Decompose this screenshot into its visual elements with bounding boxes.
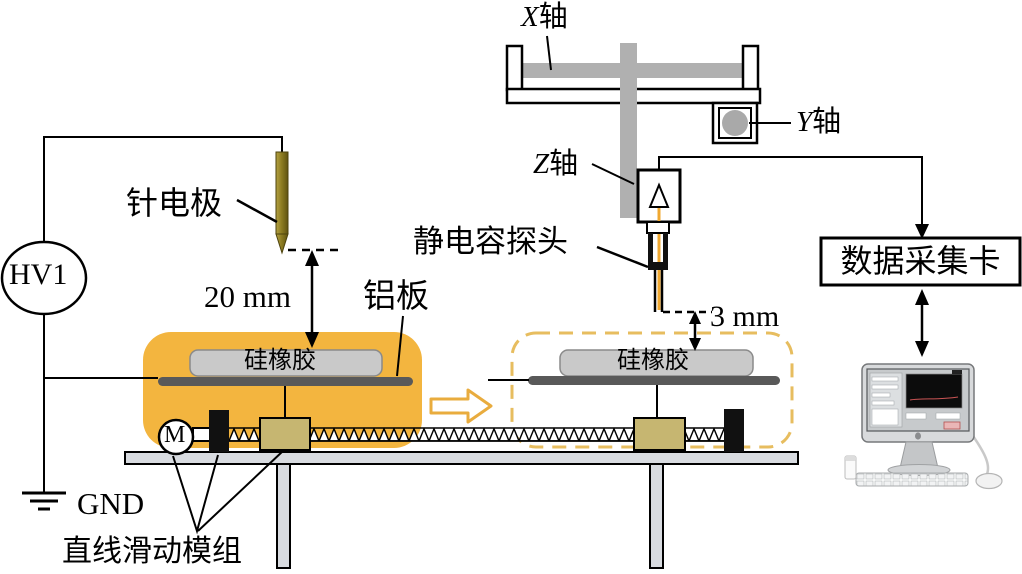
gantry-bracket-right <box>741 44 760 92</box>
silicone-block-left <box>189 349 383 377</box>
usb-stick-cap <box>845 456 856 461</box>
table-leg-right <box>649 463 664 569</box>
probe-barrel-base <box>650 262 666 270</box>
arrowhead-into-daq <box>915 224 929 239</box>
leader-needle <box>236 198 278 224</box>
screen-field <box>905 412 927 420</box>
silicone-right-label: 硅橡胶 <box>617 348 689 374</box>
screen-field <box>871 376 899 382</box>
leader-slide-module-2 <box>197 450 284 532</box>
y-axis-label: Y轴 <box>796 107 841 137</box>
apple-logo <box>915 432 921 440</box>
hv-source-ellipse <box>0 240 88 316</box>
gantry-z-column-overlap <box>620 87 637 105</box>
screen-field <box>935 412 961 420</box>
z-axis-label: Z轴 <box>533 149 578 179</box>
z-axis-cn: 轴 <box>549 148 579 180</box>
screen-waveform-trace <box>909 396 959 401</box>
y-axis-cn: 轴 <box>812 106 842 138</box>
screen-field <box>871 384 899 390</box>
slider-carriage-right <box>633 417 686 451</box>
aluminum-plate-right <box>528 376 780 385</box>
gantry-z-column <box>620 43 637 218</box>
needle-electrode-tip <box>275 233 289 255</box>
hv-source-label: HV1 <box>9 258 68 291</box>
leader-plate <box>396 315 404 377</box>
motor-circle <box>157 418 195 456</box>
gantry-bracket-left <box>505 44 524 92</box>
table-top <box>124 451 799 465</box>
screen-stop-box <box>952 370 962 374</box>
screen-field <box>871 392 891 398</box>
arrowhead-up-daq <box>915 289 929 305</box>
z-carriage-triangle <box>648 182 670 208</box>
needle-gap-arrowhead-top <box>305 250 319 266</box>
daq-card-label: 数据采集卡 <box>840 242 1001 279</box>
mouse <box>975 472 1003 490</box>
motor-shaft <box>192 427 211 442</box>
probe-barrel-left <box>648 233 653 270</box>
x-axis-cn: 轴 <box>538 1 568 33</box>
silicone-left-label: 硅橡胶 <box>244 348 316 374</box>
z-axis-letter: Z <box>533 148 550 180</box>
daq-card-box <box>819 236 1022 287</box>
y-axis-motor-circle <box>722 110 748 136</box>
mouse-cable <box>971 435 990 477</box>
screen-field <box>871 400 895 406</box>
gantry-x-rail <box>521 63 743 78</box>
table-leg-left <box>276 463 291 569</box>
screen-waveform-chart <box>905 373 963 409</box>
probe-barrel-right <box>663 233 668 270</box>
probe-gap-arrowhead-bottom <box>689 338 701 351</box>
aluminum-plate-left <box>158 377 413 386</box>
end-block-right <box>724 409 744 452</box>
rack-teeth <box>229 428 724 441</box>
wire-carriage-to-daq <box>658 156 923 233</box>
needle-electrode-label: 针电极 <box>126 185 223 221</box>
slide-module-label: 直线滑动模组 <box>62 535 242 568</box>
x-axis-label: X轴 <box>521 2 568 32</box>
move-direction-arrow <box>429 388 493 424</box>
keyboard <box>855 472 969 487</box>
end-block-left <box>209 410 229 452</box>
screen-run-button <box>943 421 961 430</box>
leader-z-axis <box>591 163 635 185</box>
x-axis-letter: X <box>521 1 539 33</box>
slider-carriage-left <box>259 417 311 451</box>
motor-label: M <box>164 422 186 448</box>
probe-label: 静电容探头 <box>413 224 568 259</box>
needle-gap-arrowhead-bottom <box>305 332 319 348</box>
needle-gap-value: 20 mm <box>204 279 291 314</box>
needle-electrode-body <box>275 151 289 235</box>
screen-textarea <box>871 408 899 426</box>
leader-x-axis <box>546 35 552 71</box>
computer <box>844 363 1003 490</box>
aluminum-plate-label: 铝板 <box>363 279 429 315</box>
leader-slide-module-1 <box>172 454 219 535</box>
probe-gap-arrowhead-top <box>689 311 701 324</box>
probe-gap-value: 3 mm <box>710 300 780 333</box>
arrowhead-down-computer <box>915 341 929 357</box>
leader-probe <box>596 245 649 269</box>
y-axis-letter: Y <box>796 106 813 138</box>
ground-label: GND <box>77 486 145 521</box>
probe-collar <box>646 221 670 234</box>
wire-hv-to-needle <box>43 136 283 242</box>
